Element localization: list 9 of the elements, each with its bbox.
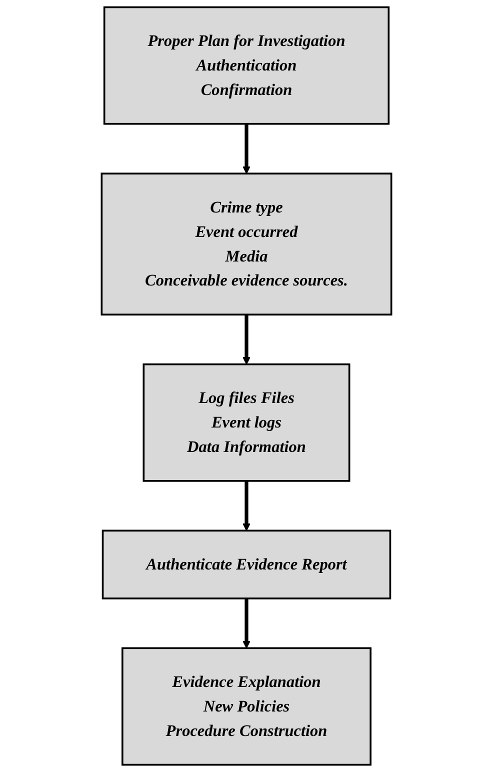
node-box: Proper Plan for Investigation Authentication Confirmation (103, 6, 390, 125)
arrow (242, 598, 250, 649)
node-box: Log files Files Event logs Data Information (142, 363, 350, 482)
arrow (242, 480, 250, 531)
node-box: Evidence Explanation New Policies Procedure Construction (122, 647, 372, 766)
node-box: Crime type Event occurred Media Conceivable evidence sources. (100, 172, 392, 316)
node-box: Authenticate Evidence Report (102, 530, 392, 600)
arrow (242, 314, 250, 365)
arrow (242, 124, 250, 174)
